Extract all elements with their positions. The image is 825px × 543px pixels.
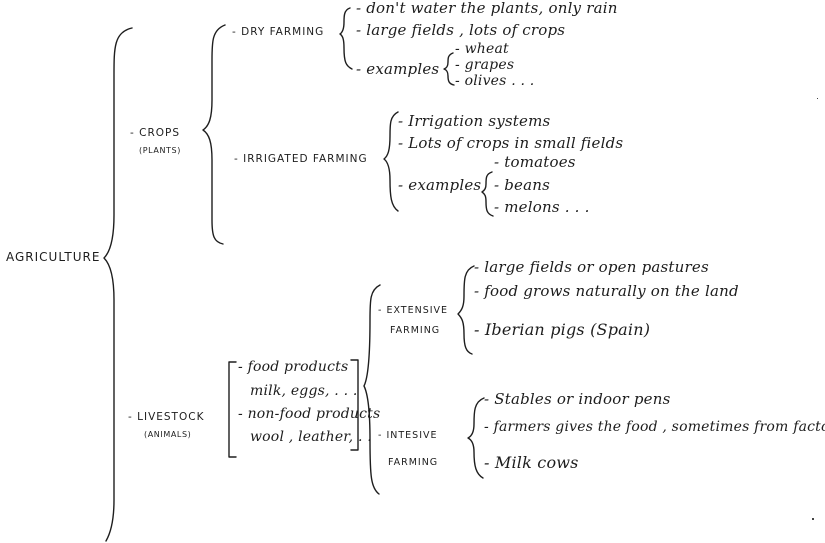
extensive-item-1: - large fields or open pastures xyxy=(474,258,709,276)
product-line-2: milk, eggs, . . . xyxy=(250,383,358,399)
dry-item-1: - don't water the plants, only rain xyxy=(356,0,618,17)
irrigated-brace xyxy=(383,111,399,212)
irrigated-examples-label: - examples xyxy=(398,176,482,194)
intensive-brace xyxy=(467,397,485,479)
stray-mark xyxy=(817,98,818,99)
irrigated-item-1: - Irrigation systems xyxy=(398,112,551,130)
dry-example-2: - grapes xyxy=(455,57,515,73)
intensive-item-2: - farmers gives the food , sometimes fro… xyxy=(484,419,825,435)
product-line-1: - food products xyxy=(238,359,349,375)
irrigated-example-1: - tomatoes xyxy=(494,153,576,171)
product-line-4: wool , leather, . . xyxy=(250,429,372,445)
extensive-brace xyxy=(457,265,475,355)
crops-brace xyxy=(202,24,226,245)
stray-mark xyxy=(812,518,814,520)
product-line-3: - non-food products xyxy=(238,406,381,422)
dry-example-1: - wheat xyxy=(455,41,509,57)
crops-sub: (PLANTS) xyxy=(139,146,181,155)
dry-examples-brace xyxy=(443,52,455,86)
intensive-label: - INTESIVE xyxy=(378,430,438,441)
extensive-label-2: FARMING xyxy=(390,325,441,336)
crops-label: - CROPS xyxy=(130,127,181,139)
intensive-item-1: - Stables or indoor pens xyxy=(484,390,671,408)
irrigated-examples-brace xyxy=(481,171,494,217)
dry-farming-label: - DRY FARMING xyxy=(232,26,325,38)
livestock-brace xyxy=(363,284,381,495)
root-brace xyxy=(103,27,133,542)
dry-examples-label: - examples xyxy=(356,60,440,78)
products-bracket-left xyxy=(228,361,237,458)
products-bracket-right xyxy=(350,359,359,451)
dry-item-2: - large fields , lots of crops xyxy=(356,21,566,39)
extensive-item-3: - Iberian pigs (Spain) xyxy=(474,320,651,339)
intensive-label-2: FARMING xyxy=(388,457,439,468)
root-label: AGRICULTURE xyxy=(6,250,101,264)
irrigated-example-2: - beans xyxy=(494,176,551,194)
extensive-item-2: - food grows naturally on the land xyxy=(474,282,739,300)
irrigated-item-2: - Lots of crops in small fields xyxy=(398,134,624,152)
livestock-sub: (ANIMALS) xyxy=(144,430,192,439)
irrigated-farming-label: - IRRIGATED FARMING xyxy=(234,153,368,165)
irrigated-example-3: - melons . . . xyxy=(494,198,590,216)
dry-brace xyxy=(339,7,353,70)
dry-example-3: - olives . . . xyxy=(455,73,535,89)
extensive-label: - EXTENSIVE xyxy=(378,305,449,316)
livestock-label: - LIVESTOCK xyxy=(128,411,205,423)
intensive-item-3: - Milk cows xyxy=(484,453,579,472)
